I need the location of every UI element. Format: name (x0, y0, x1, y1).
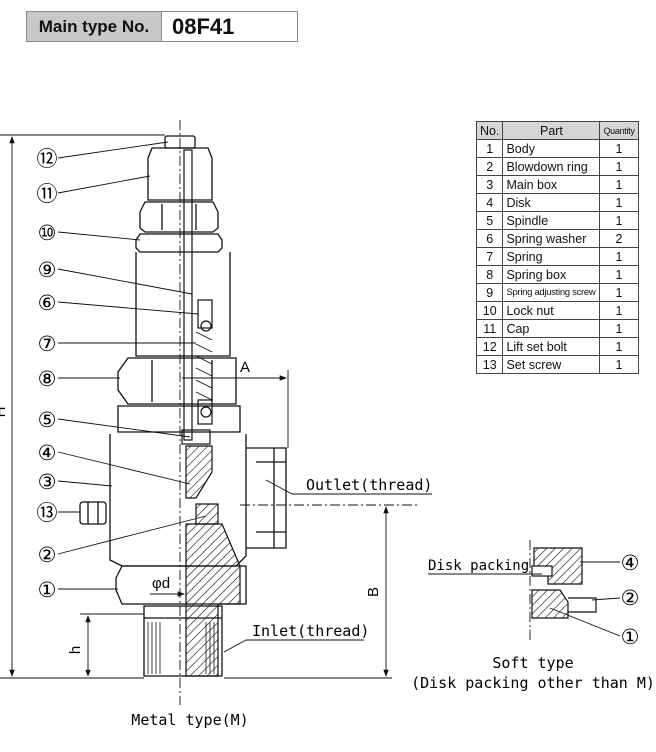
callout-6: ⑥ (38, 292, 57, 315)
row-part: Body (502, 139, 601, 158)
soft-callout-1: ① (621, 626, 640, 649)
callout-10: ⑩ (38, 222, 57, 245)
soft-body-hatch (531, 589, 569, 619)
col-quantity: Quantity (599, 121, 639, 140)
callout-7: ⑦ (38, 333, 57, 356)
row-part: Spindle (502, 211, 601, 230)
row-no: 12 (475, 337, 504, 356)
soft-type-caption: Soft type (492, 654, 573, 672)
row-qty: 1 (599, 337, 639, 356)
callout-5: ⑤ (38, 409, 57, 432)
soft-type-note: (Disk packing other than M) (411, 674, 655, 692)
dim-small-h-label: h (67, 646, 84, 654)
soft-ring (568, 597, 597, 613)
row-qty: 1 (599, 355, 639, 374)
dim-b-label: B (365, 587, 382, 597)
outlet-label: Outlet(thread) (306, 476, 432, 494)
blowdown-ring-hatch (195, 503, 219, 525)
callout-8: ⑧ (38, 368, 57, 391)
inlet-leader (223, 639, 247, 653)
row-part: Set screw (502, 355, 601, 374)
soft-callout-4: ④ (621, 552, 640, 575)
body-section-hatch (185, 523, 241, 677)
parts-table-header: No. Part Quantity (475, 121, 639, 140)
soft-leader-1 (549, 607, 621, 637)
row-qty: 1 (599, 175, 639, 194)
col-no: No. (475, 121, 504, 140)
row-no: 11 (475, 319, 504, 338)
phi-d-label: φd (152, 575, 170, 592)
callouts: ⑫ ⑪ ⑩ ⑨ ⑥ ⑦ ⑧ ⑤ ④ ③ ⑬ ② ① (37, 148, 58, 602)
callout-12: ⑫ (37, 148, 58, 171)
callout-3: ③ (38, 471, 57, 494)
callout-leaders (57, 141, 207, 590)
callout-4: ④ (38, 442, 57, 465)
dimension-small-h (80, 613, 144, 677)
callout-13: ⑬ (37, 502, 58, 525)
spindle (181, 149, 213, 445)
soft-disk-packing (531, 565, 553, 577)
dimension-b (224, 506, 392, 679)
main-type-box: Main type No. 08F41 (26, 11, 298, 42)
dimension-a (182, 370, 289, 448)
dimension-h (0, 134, 165, 679)
inlet-label: Inlet(thread) (252, 622, 369, 640)
callout-11: ⑪ (37, 183, 58, 206)
callout-2: ② (38, 544, 57, 567)
valve-outline (79, 135, 287, 677)
soft-callout-2: ② (621, 587, 640, 610)
callout-9: ⑨ (38, 259, 57, 282)
dim-a-label: A (240, 359, 250, 376)
main-type-label: Main type No. (27, 12, 161, 41)
dim-h-label: H (0, 407, 9, 418)
callout-1: ① (38, 579, 57, 602)
soft-type-detail: Disk packing ④ ② ① Soft type (Disk packi… (411, 540, 655, 692)
disk-packing-label: Disk packing (428, 558, 529, 574)
row-no: 13 (475, 355, 504, 374)
main-type-number: 08F41 (161, 12, 297, 41)
row-part: Main box (502, 175, 601, 194)
spring-coils (195, 331, 213, 401)
row-part: Lock nut (502, 301, 601, 320)
disk-section-hatch (185, 445, 213, 499)
outlet-leader (265, 479, 293, 495)
soft-leader-2 (591, 597, 621, 601)
metal-type-caption: Metal type(M) (131, 711, 248, 729)
row-part: Blowdown ring (502, 157, 601, 176)
